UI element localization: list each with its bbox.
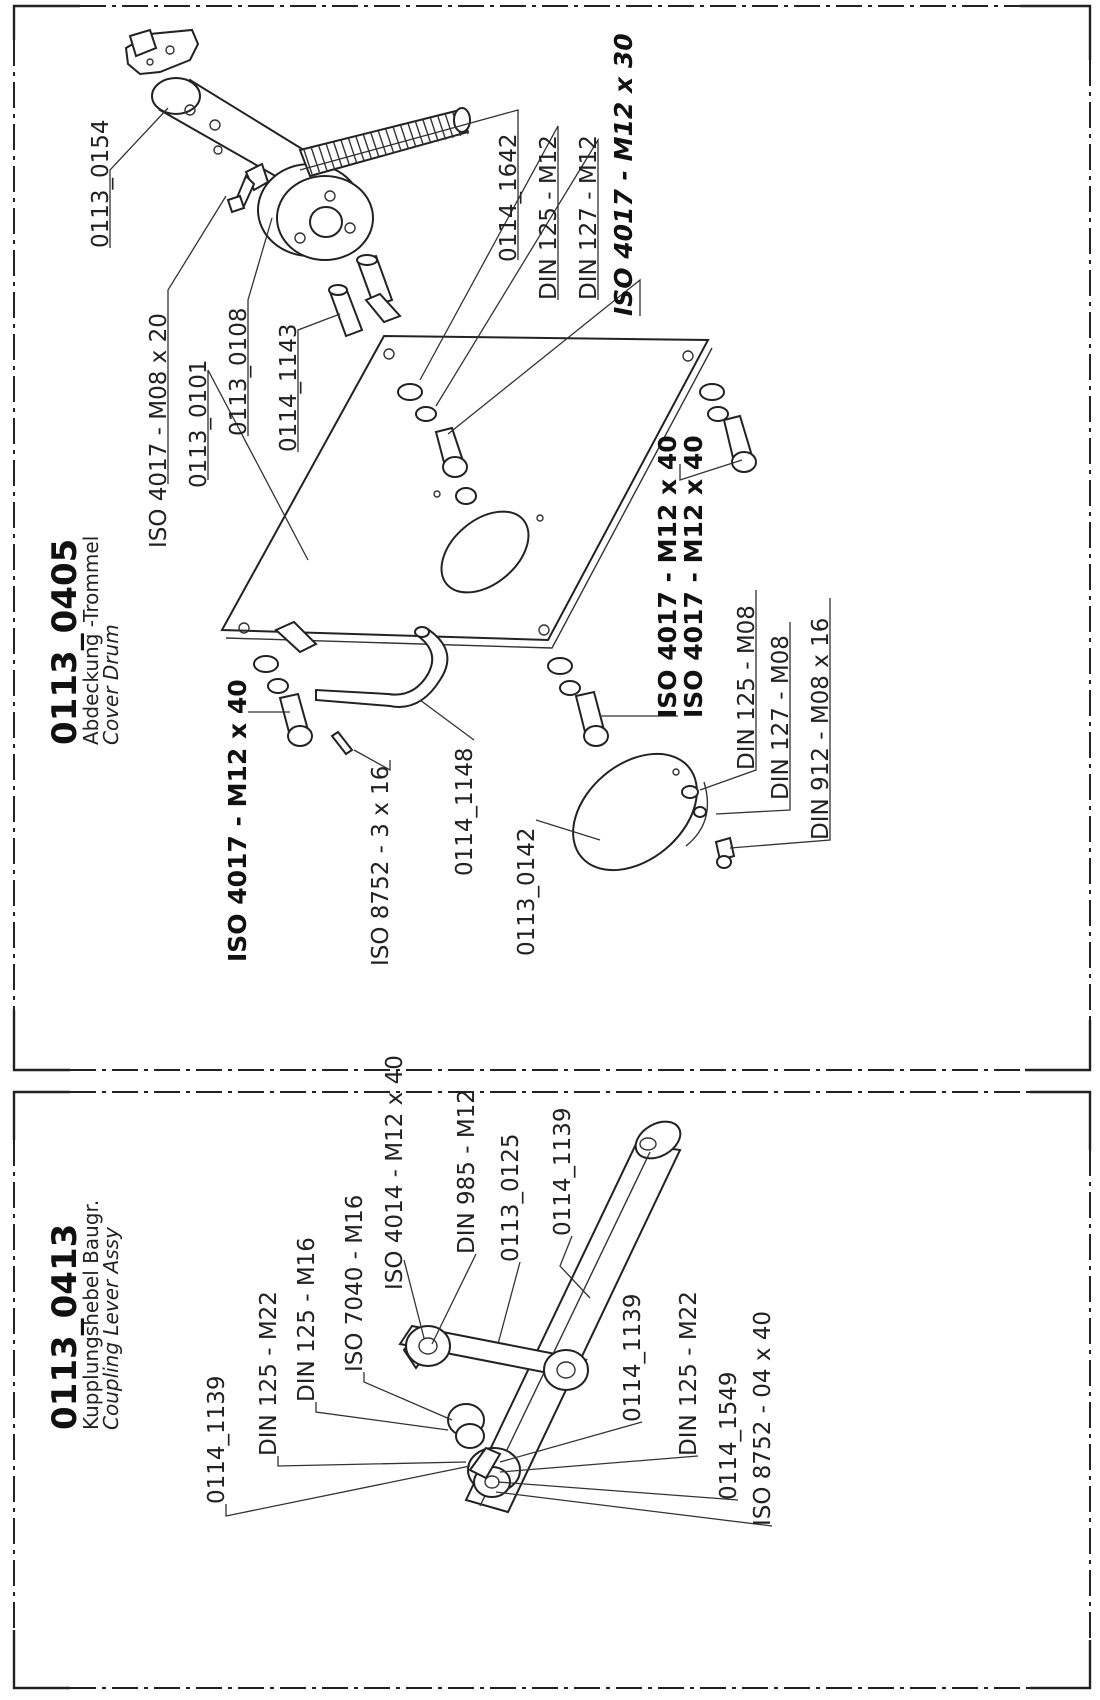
callout-iso4017-m08x20: ISO 4017 - M08 x 20 (146, 313, 172, 548)
spring-coil (333, 142, 343, 167)
spring-coil (407, 123, 417, 148)
spring-coil (303, 149, 313, 175)
bolt-m12x30 (397, 383, 468, 478)
callout-0113-0142: 0113_0142 (514, 827, 540, 956)
spring-coil (399, 125, 410, 150)
top-parts (124, 28, 757, 872)
bolt-m12x40-left (253, 655, 313, 747)
callout-iso8752-04x40: ISO 8752 - 04 x 40 (750, 1311, 776, 1526)
callout-iso4017-m12x40-left: ISO 4017 - M12 x 40 (223, 679, 252, 962)
spring-part (298, 107, 471, 178)
callout-din912-m08x16: DIN 912 - M08 x 16 (808, 618, 834, 840)
frame-bottom (12, 1090, 1092, 1690)
link-plate-part (398, 1324, 589, 1391)
spring-coil (362, 134, 373, 159)
spring-coil (392, 126, 402, 152)
spring-coil (422, 119, 432, 144)
spring-coil (318, 145, 328, 171)
spring-coil (325, 144, 335, 169)
bottom-assembly-name-en: Coupling Lever Assy (99, 1226, 123, 1430)
top-assembly-name-en: Cover Drum (99, 624, 123, 745)
callout-0114-1642: 0114_1642 (496, 133, 522, 262)
callout-0114-1549: 0114_1549 (716, 1371, 742, 1500)
spring-coil (347, 138, 358, 163)
bolt-m12x40-center (547, 657, 609, 747)
spring-coil (340, 140, 350, 165)
spring-coil (310, 147, 321, 173)
callout-0114-1139-c: 0114_1139 (620, 1293, 646, 1422)
pins-part (328, 254, 402, 338)
callout-iso4014-m12x40: ISO 4014 - M12 x 40 (382, 1055, 408, 1290)
bottom-leaders (225, 1235, 773, 1527)
top-callouts: 0113_0154 ISO 4017 - M08 x 20 0113_0101 … (88, 33, 834, 966)
bottom-assembly-title: 0113_0413 Kupplungshebel Baugr. Coupling… (45, 1200, 123, 1430)
spring-coil (437, 115, 447, 140)
callout-0113-0101: 0113_0101 (186, 359, 212, 488)
spring-coil (377, 130, 387, 156)
spring-coil (444, 113, 454, 139)
spring-coil (355, 136, 365, 161)
spring-coil (370, 132, 380, 158)
spring-coil (385, 128, 395, 154)
spring-coil (414, 121, 425, 146)
bottom-assembly-name-de: Kupplungshebel Baugr. (79, 1200, 103, 1430)
pin-iso8752 (330, 730, 354, 756)
callout-din127-m12: DIN 127 - M12 (576, 135, 602, 300)
top-assembly-code: 0113_0405 (45, 539, 85, 745)
bottom-callouts: 0114_1139 DIN 125 - M22 DIN 125 - M16 IS… (204, 1055, 776, 1526)
top-leaders (109, 107, 831, 849)
callout-0113-0154: 0113_0154 (88, 119, 114, 248)
callout-0114-1139-a: 0114_1139 (204, 1375, 230, 1504)
callout-iso7040-m16: ISO 7040 - M16 (342, 1195, 368, 1372)
hub-part (447, 1403, 521, 1498)
callout-din125-m16: DIN 125 - M16 (294, 1237, 320, 1402)
cover-plate-part (220, 334, 713, 649)
callout-0114-1139-b: 0114_1139 (550, 1107, 576, 1236)
callout-0113-0108: 0113_0108 (226, 307, 252, 436)
top-assembly-title: 0113_0405 Abdeckung -Trommel Cover Drum (45, 536, 123, 745)
callout-din125-m12: DIN 125 - M12 (536, 135, 562, 300)
bottom-assembly-code: 0113_0413 (45, 1224, 85, 1430)
bottom-parts (398, 1120, 682, 1514)
callout-iso4017-m12x40-a: ISO 4017 - M12 x 40 (653, 435, 682, 718)
bolt-m12x40-right (699, 383, 757, 473)
frame-top (12, 4, 1092, 1072)
round-cover-part (572, 752, 736, 872)
callout-din985-m12: DIN 985 - M12 (454, 1089, 480, 1254)
handle-part (274, 620, 449, 708)
bracket-part (124, 28, 200, 76)
lever-arm-part (464, 1120, 682, 1514)
callout-0114-1148: 0114_1148 (452, 747, 478, 876)
callout-iso4017-m12x40-b: ISO 4017 - M12 x 40 (679, 435, 708, 718)
callout-0114-1143: 0114_1143 (276, 323, 302, 452)
spring-coil (429, 117, 439, 142)
callout-0113-0125: 0113_0125 (498, 1133, 524, 1262)
top-assembly-name-de: Abdeckung -Trommel (79, 536, 103, 745)
drum-hub-part (151, 77, 374, 261)
callout-iso4017-m12x30: ISO 4017 - M12 x 30 (609, 33, 638, 316)
callout-iso8752-3x16: ISO 8752 - 3 x 16 (368, 766, 394, 966)
callout-din125-m22-b: DIN 125 - M22 (676, 1291, 702, 1456)
callout-din127-m08: DIN 127 - M08 (768, 635, 794, 800)
callout-din125-m22-a: DIN 125 - M22 (256, 1291, 282, 1456)
callout-din125-m08: DIN 125 - M08 (734, 605, 760, 770)
